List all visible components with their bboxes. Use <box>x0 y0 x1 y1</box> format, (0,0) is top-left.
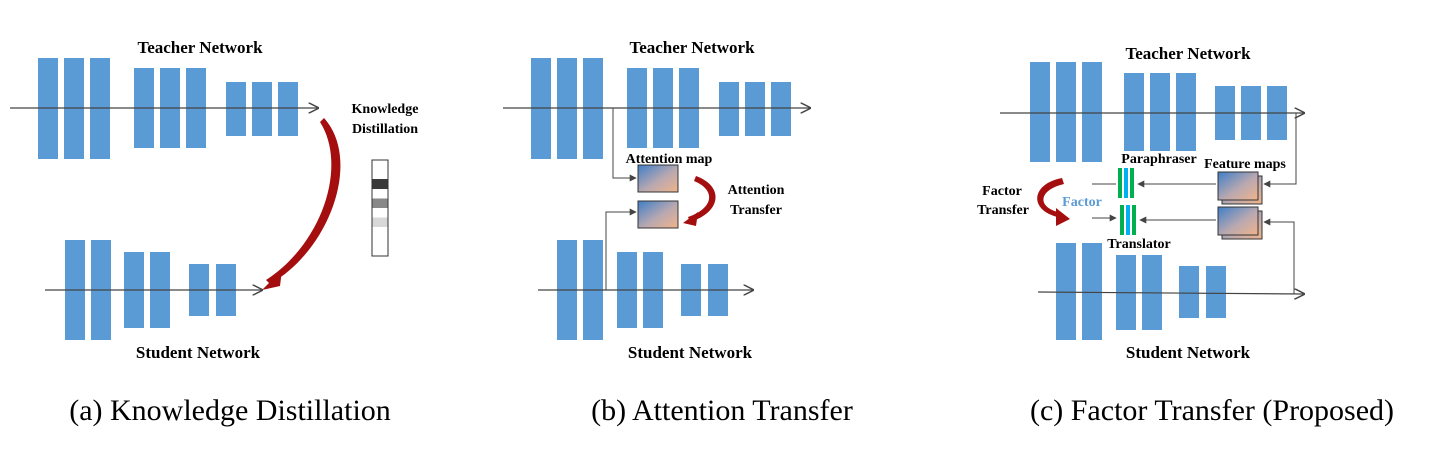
translator-label: Translator <box>1107 237 1171 252</box>
layer-block <box>252 82 272 136</box>
student-network-b <box>538 240 753 340</box>
feature-maps-label: Feature maps <box>1204 157 1286 172</box>
layer-block <box>278 82 298 136</box>
caption-a: (a) Knowledge Distillation <box>69 394 391 427</box>
student-network-label: Student Network <box>136 343 261 362</box>
flow-arrow <box>1037 292 1304 294</box>
green-bar <box>1118 168 1122 198</box>
attention-map-label: Attention map <box>626 152 713 167</box>
translator-module <box>1120 205 1136 235</box>
paraphraser-module <box>1118 168 1134 198</box>
at-label-line1: Attention <box>728 183 785 198</box>
teacher-network-c <box>1000 62 1304 162</box>
panel-a: Teacher Network Student Network Knowledg… <box>10 38 418 427</box>
red-arrow-head <box>262 270 282 290</box>
kd-label-line2: Distillation <box>352 122 418 137</box>
teacher-network-a <box>10 58 318 159</box>
layer-block <box>745 82 765 136</box>
caption-c: (c) Factor Transfer (Proposed) <box>1030 394 1394 427</box>
teacher-feature-maps <box>1217 171 1263 205</box>
green-bar <box>1130 168 1134 198</box>
panel-c: Teacher Network Paraphraser Feature maps… <box>977 44 1394 427</box>
teacher-feature-connector <box>1263 113 1297 188</box>
layer-block <box>1179 266 1199 318</box>
teacher-attention-map <box>637 164 679 193</box>
ft-label-line2: Transfer <box>977 203 1029 218</box>
layer-block <box>1056 243 1076 340</box>
layer-block <box>1082 243 1102 340</box>
layer-block <box>1150 73 1170 151</box>
student-network-label: Student Network <box>628 343 753 362</box>
cyan-bar <box>1126 205 1130 235</box>
student-feature-connector <box>1263 218 1295 294</box>
teacher-network-b <box>503 58 810 159</box>
layer-block <box>1176 73 1196 151</box>
layer-block <box>1082 62 1102 162</box>
layer-block <box>1124 73 1144 151</box>
ft-label-line1: Factor <box>982 184 1022 199</box>
at-label-line2: Transfer <box>730 203 782 218</box>
factor-label: Factor <box>1062 195 1102 210</box>
green-bar <box>1132 205 1136 235</box>
kd-label-line1: Knowledge <box>352 102 419 117</box>
attention-connector-teacher <box>612 108 637 182</box>
attention-connector-student <box>605 208 637 290</box>
panel-b: Teacher Network Attention map Attention … <box>503 38 853 427</box>
soft-label-vector <box>371 159 389 257</box>
knowledge-distillation-arrow <box>266 118 341 284</box>
attention-transfer-arrow <box>688 176 716 222</box>
student-feature-maps <box>1217 206 1263 240</box>
teacher-network-label: Teacher Network <box>137 38 263 57</box>
caption-b: (b) Attention Transfer <box>591 394 853 427</box>
layer-block <box>1206 266 1226 318</box>
layer-block <box>1030 62 1050 162</box>
student-network-a <box>45 240 262 340</box>
paraphraser-label: Paraphraser <box>1121 152 1196 167</box>
feature-map <box>1217 206 1259 236</box>
layer-block <box>771 82 791 136</box>
teacher-network-label: Teacher Network <box>1125 44 1251 63</box>
factor-transfer-arrow <box>1037 178 1064 218</box>
feature-map <box>1217 171 1259 201</box>
layer-block <box>719 82 739 136</box>
cyan-bar <box>1124 168 1128 198</box>
teacher-network-label: Teacher Network <box>629 38 755 57</box>
red-arrow-head <box>1056 208 1070 226</box>
student-attention-map <box>637 200 679 229</box>
layer-block <box>1056 62 1076 162</box>
student-network-label: Student Network <box>1126 343 1251 362</box>
layer-block <box>226 82 246 136</box>
student-network-c <box>1037 243 1304 340</box>
green-bar <box>1120 205 1124 235</box>
red-arrow-head <box>683 212 698 226</box>
